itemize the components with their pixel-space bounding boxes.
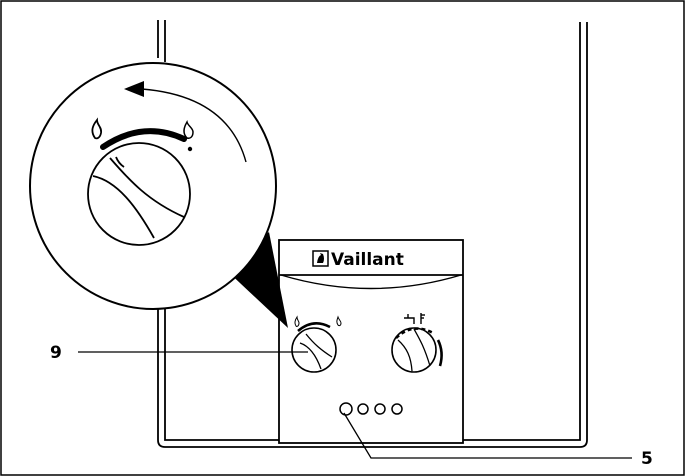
magnifier-circle	[29, 62, 277, 310]
water-tap-icon	[404, 314, 415, 324]
flame-small-icon	[91, 117, 103, 140]
thermometer-icon	[420, 313, 425, 324]
power-scale-arc	[100, 128, 187, 150]
control-panel	[278, 239, 464, 444]
callout-5: 5	[343, 412, 653, 469]
flame-small-icon-panel	[294, 315, 300, 327]
indicator-light	[357, 403, 369, 415]
flame-large-icon	[183, 120, 194, 139]
callout-label-5: 5	[641, 449, 653, 469]
brand-logo: Vaillant	[312, 250, 404, 270]
callout-label-9: 9	[50, 343, 62, 363]
ignition-indicator-lights	[339, 402, 403, 416]
gas-power-knob-enlarged	[87, 142, 191, 246]
temperature-knob	[391, 327, 443, 373]
callout-9: 9	[50, 343, 308, 363]
indicator-light	[374, 403, 386, 415]
indicator-light	[391, 403, 403, 415]
brand-name: Vaillant	[331, 250, 404, 270]
indicator-light	[339, 402, 353, 416]
gas-power-knob	[291, 322, 337, 373]
vaillant-hare-logo-icon	[312, 250, 329, 267]
counterclockwise-arrow-icon	[124, 81, 247, 163]
flame-large-icon-panel	[336, 315, 342, 327]
